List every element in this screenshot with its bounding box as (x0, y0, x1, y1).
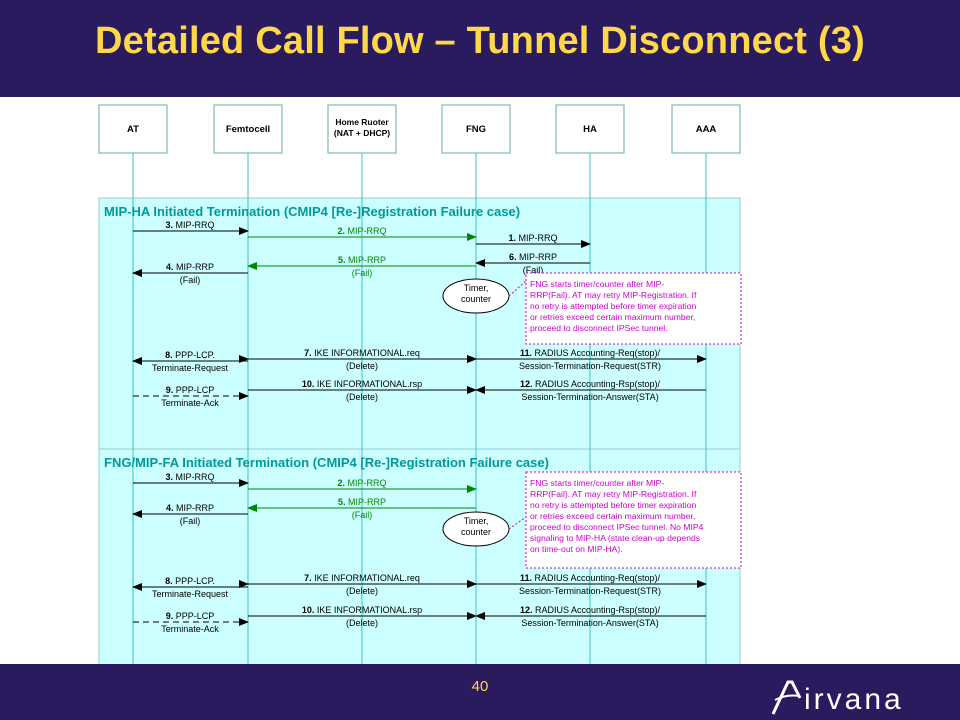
entity-label-home-ruoter: Home Ruoter(NAT + DHCP) (334, 117, 390, 138)
message-label-2-3: 3. MIP-RRQ (165, 472, 214, 482)
airvana-logo: irvana (771, 680, 904, 716)
message-label-2-10: 10. IKE INFORMATIONAL.rsp (302, 605, 422, 615)
section-title-1: MIP-HA Initiated Termination (CMIP4 [Re-… (104, 204, 520, 219)
message-sublabel-2-9: Terminate-Ack (161, 624, 219, 634)
message-label-1-10: 10. IKE INFORMATIONAL.rsp (302, 379, 422, 389)
section-title-2: FNG/MIP-FA Initiated Termination (CMIP4 … (104, 455, 549, 470)
message-label-1-12: 12. RADIUS Accounting-Rsp(stop)/ (520, 379, 661, 389)
message-label-1-1: 1. MIP-RRQ (508, 233, 557, 243)
entity-label-at: AT (127, 124, 139, 135)
message-label-2-2: 2. MIP-RRQ (337, 478, 386, 488)
message-sublabel-1-9: Terminate-Ack (161, 398, 219, 408)
message-label-2-7: 7. IKE INFORMATIONAL.req (304, 573, 420, 583)
message-label-2-12: 12. RADIUS Accounting-Rsp(stop)/ (520, 605, 661, 615)
message-sublabel-2-4: (Fail) (180, 516, 201, 526)
message-label-1-9: 9. PPP-LCP (166, 385, 215, 395)
message-label-2-11: 11. RADIUS Accounting-Req(stop)/ (520, 573, 661, 583)
note-box-1 (525, 272, 742, 345)
message-sublabel-1-10: (Delete) (346, 392, 378, 402)
header-bar (0, 0, 960, 97)
message-sublabel-1-8: Terminate-Request (152, 363, 229, 373)
message-sublabel-1-12: Session-Termination-Answer(STA) (521, 392, 658, 402)
message-sublabel-2-7: (Delete) (346, 586, 378, 596)
message-label-2-4: 4. MIP-RRP (166, 503, 214, 513)
message-sublabel-1-7: (Delete) (346, 361, 378, 371)
message-label-1-6: 6. MIP-RRP (509, 252, 557, 262)
entity-box-aaa (671, 104, 741, 154)
message-label-1-5: 5. MIP-RRP (338, 255, 386, 265)
timer-label-1: Timer,counter (461, 283, 491, 304)
entity-label-femtocell: Femtocell (226, 124, 270, 135)
timer-connector-2 (508, 516, 527, 530)
note-box-2 (525, 471, 742, 569)
message-sublabel-1-6: (Fail) (523, 265, 544, 275)
message-label-1-11: 11. RADIUS Accounting-Req(stop)/ (520, 348, 661, 358)
entity-label-fng: FNG (466, 124, 486, 135)
entity-box-femtocell (213, 104, 283, 154)
footer-bar (0, 664, 960, 720)
message-sublabel-2-8: Terminate-Request (152, 589, 229, 599)
message-label-2-8: 8. PPP-LCP. (165, 576, 215, 586)
entity-box-ha (555, 104, 625, 154)
message-sublabel-2-11: Session-Termination-Request(STR) (519, 586, 661, 596)
note-text-2: FNG starts timer/counter after MIP-RRP(F… (530, 478, 704, 554)
message-label-2-5: 5. MIP-RRP (338, 497, 386, 507)
slide-title: Detailed Call Flow – Tunnel Disconnect (… (95, 20, 865, 62)
entity-box-at (98, 104, 168, 154)
entity-label-ha: HA (583, 124, 597, 135)
message-label-1-4: 4. MIP-RRP (166, 262, 214, 272)
message-label-1-3: 3. MIP-RRQ (165, 220, 214, 230)
message-sublabel-1-11: Session-Termination-Request(STR) (519, 361, 661, 371)
entity-box-home-ruoter (327, 104, 397, 154)
note-text-1: FNG starts timer/counter after MIP-RRP(F… (530, 279, 697, 333)
message-sublabel-2-12: Session-Termination-Answer(STA) (521, 618, 658, 628)
entity-box-fng (441, 104, 511, 154)
call-flow-diagram: AT Femtocell Home Ruoter(NAT + DHCP) FNG HA A… (98, 104, 742, 664)
message-sublabel-2-10: (Delete) (346, 618, 378, 628)
message-sublabel-1-4: (Fail) (180, 275, 201, 285)
message-sublabel-1-5: (Fail) (352, 268, 373, 278)
message-label-1-7: 7. IKE INFORMATIONAL.req (304, 348, 420, 358)
message-label-1-8: 8. PPP-LCP. (165, 350, 215, 360)
message-label-1-2: 2. MIP-RRQ (337, 226, 386, 236)
page-number: 40 (471, 678, 489, 695)
message-sublabel-2-5: (Fail) (352, 510, 373, 520)
logo-text: irvana (804, 683, 904, 716)
logo-swoosh-icon (774, 694, 801, 701)
message-label-2-9: 9. PPP-LCP (166, 611, 215, 621)
entity-label-aaa: AAA (696, 124, 717, 135)
timer-label-2: Timer,counter (461, 516, 491, 537)
